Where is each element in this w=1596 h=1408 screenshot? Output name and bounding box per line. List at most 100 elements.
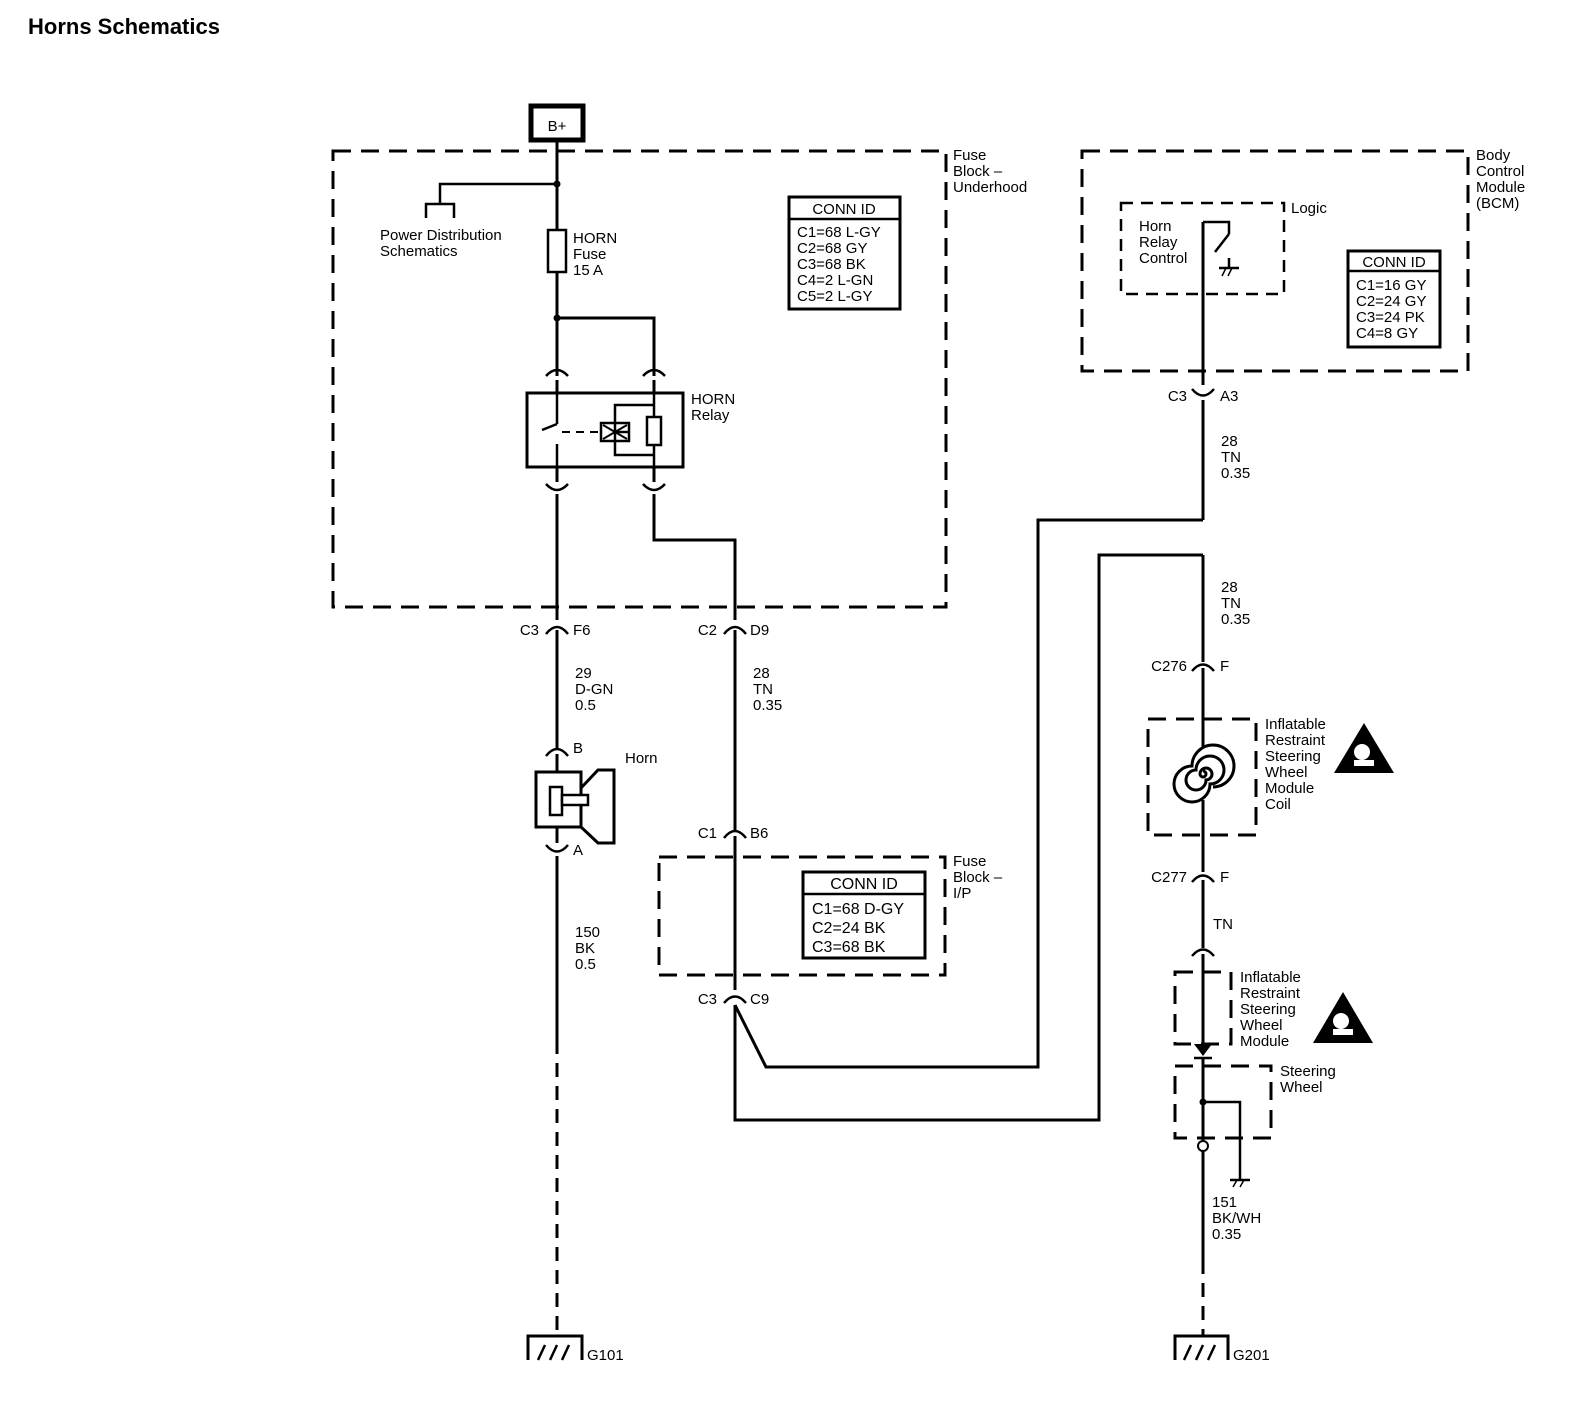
svg-text:Module: Module: [1240, 1033, 1289, 1050]
svg-text:Horn: Horn: [1139, 218, 1172, 235]
svg-text:TN: TN: [1221, 595, 1241, 612]
ground-g201-label: G201: [1233, 1347, 1270, 1364]
svg-text:D-GN: D-GN: [575, 681, 613, 698]
svg-text:C1=68 D-GY: C1=68 D-GY: [812, 901, 904, 918]
svg-text:0.35: 0.35: [1221, 465, 1250, 482]
page-title: Horns Schematics: [28, 14, 220, 39]
svg-text:15 A: 15 A: [573, 262, 603, 279]
svg-text:C1=68 L-GY: C1=68 L-GY: [797, 224, 881, 241]
svg-text:I/P: I/P: [953, 885, 971, 902]
svg-text:F: F: [1220, 869, 1229, 886]
svg-text:C3=68 BK: C3=68 BK: [812, 939, 886, 956]
svg-text:F: F: [1220, 658, 1229, 675]
bcm-logic-label: Logic: [1291, 200, 1327, 217]
svg-text:Fuse: Fuse: [573, 246, 606, 263]
airbag-warning-icon: [1334, 723, 1394, 773]
svg-text:CONN ID: CONN ID: [830, 876, 898, 893]
svg-text:Power Distribution: Power Distribution: [380, 227, 502, 244]
svg-text:0.35: 0.35: [753, 697, 782, 714]
underhood-conn-id-table: CONN ID C1=68 L-GY C2=68 GY C3=68 BK C4=…: [787, 195, 902, 311]
wire-29-label: 29 D-GN 0.5: [575, 665, 613, 714]
svg-text:B: B: [573, 740, 583, 757]
wire-151-label: 151 BK/WH 0.35: [1212, 1194, 1261, 1243]
svg-text:C3=68 BK: C3=68 BK: [797, 256, 866, 273]
svg-text:0.35: 0.35: [1212, 1226, 1241, 1243]
svg-text:Coil: Coil: [1265, 796, 1291, 813]
svg-text:Module: Module: [1265, 780, 1314, 797]
coil-label: Inflatable Restraint Steering Wheel Modu…: [1265, 716, 1326, 813]
bcm-label: Body Control Module (BCM): [1476, 147, 1525, 212]
bcm-low-side-switch-icon: [1201, 220, 1239, 385]
horn-fuse-label: HORN Fuse 15 A: [573, 230, 617, 279]
fuse-block-ip-outline: [657, 855, 947, 977]
bcm-conn-id-table: CONN ID C1=16 GY C2=24 GY C3=24 PK C4=8 …: [1346, 249, 1442, 349]
battery-positive-terminal: B+: [528, 103, 586, 143]
svg-text:C2: C2: [698, 622, 717, 639]
svg-text:28: 28: [753, 665, 770, 682]
svg-text:Restraint: Restraint: [1240, 985, 1301, 1002]
fuse-block-ip-label: Fuse Block – I/P: [953, 853, 1003, 902]
svg-text:Wheel: Wheel: [1280, 1079, 1323, 1096]
svg-text:150: 150: [575, 924, 600, 941]
bcm-outline: [1080, 149, 1470, 373]
svg-text:D9: D9: [750, 622, 769, 639]
svg-text:F6: F6: [573, 622, 591, 639]
svg-text:Fuse: Fuse: [953, 147, 986, 164]
svg-text:28: 28: [1221, 579, 1238, 596]
horn-icon: [534, 768, 616, 845]
svg-text:C2=24 GY: C2=24 GY: [1356, 293, 1426, 310]
svg-text:0.35: 0.35: [1221, 611, 1250, 628]
svg-text:A3: A3: [1220, 388, 1238, 405]
fuse-block-underhood-label: Fuse Block – Underhood: [953, 147, 1027, 196]
svg-text:Restraint: Restraint: [1265, 732, 1326, 749]
horn-relay-label: HORN Relay: [691, 391, 735, 424]
svg-text:Schematics: Schematics: [380, 243, 458, 260]
svg-text:(BCM): (BCM): [1476, 195, 1519, 212]
svg-text:29: 29: [575, 665, 592, 682]
svg-text:Module: Module: [1476, 179, 1525, 196]
svg-text:B6: B6: [750, 825, 768, 842]
svg-text:Fuse: Fuse: [953, 853, 986, 870]
svg-text:Underhood: Underhood: [953, 179, 1027, 196]
tn-wire-label: TN: [1213, 916, 1233, 933]
ground-g201-icon: [1173, 1334, 1230, 1361]
svg-text:Block –: Block –: [953, 163, 1003, 180]
airbag-warning-icon-2: [1313, 992, 1373, 1043]
svg-text:C276: C276: [1151, 658, 1187, 675]
ip-conn-id-table: CONN ID C1=68 D-GY C2=24 BK C3=68 BK: [801, 870, 927, 960]
svg-text:C277: C277: [1151, 869, 1187, 886]
diode-icon: [1194, 1044, 1212, 1056]
wire-28-bcm-label: 28 TN 0.35: [1221, 433, 1250, 482]
module-label: Inflatable Restraint Steering Wheel Modu…: [1240, 969, 1301, 1050]
svg-text:Inflatable: Inflatable: [1240, 969, 1301, 986]
svg-text:Relay: Relay: [691, 407, 730, 424]
svg-text:C3=24 PK: C3=24 PK: [1356, 309, 1425, 326]
svg-text:Inflatable: Inflatable: [1265, 716, 1326, 733]
svg-text:Wheel: Wheel: [1240, 1017, 1283, 1034]
svg-text:C2=24 BK: C2=24 BK: [812, 920, 886, 937]
bcm-logic-outline: [1119, 201, 1286, 296]
steering-wheel-label: Steering Wheel: [1280, 1063, 1336, 1096]
svg-text:C4=8 GY: C4=8 GY: [1356, 325, 1418, 342]
svg-text:Steering: Steering: [1240, 1001, 1296, 1018]
svg-text:C1: C1: [698, 825, 717, 842]
clock-spring-coil-icon: [1172, 743, 1236, 804]
svg-text:Control: Control: [1139, 250, 1187, 267]
svg-text:0.5: 0.5: [575, 956, 596, 973]
svg-text:C3: C3: [1168, 388, 1187, 405]
svg-text:Relay: Relay: [1139, 234, 1178, 251]
power-distribution-arrow-icon: [424, 202, 456, 218]
wire-150-label: 150 BK 0.5: [575, 924, 600, 973]
svg-text:BK: BK: [575, 940, 595, 957]
svg-text:Steering: Steering: [1265, 748, 1321, 765]
svg-text:BK/WH: BK/WH: [1212, 1210, 1261, 1227]
svg-text:C9: C9: [750, 991, 769, 1008]
wire-28-mid-label: 28 TN 0.35: [753, 665, 782, 714]
svg-text:Block –: Block –: [953, 869, 1003, 886]
ground-g101-label: G101: [587, 1347, 624, 1364]
svg-text:C2=68 GY: C2=68 GY: [797, 240, 867, 257]
svg-text:TN: TN: [1221, 449, 1241, 466]
svg-text:C1=16 GY: C1=16 GY: [1356, 277, 1426, 294]
horn-fuse-icon: [546, 228, 568, 274]
